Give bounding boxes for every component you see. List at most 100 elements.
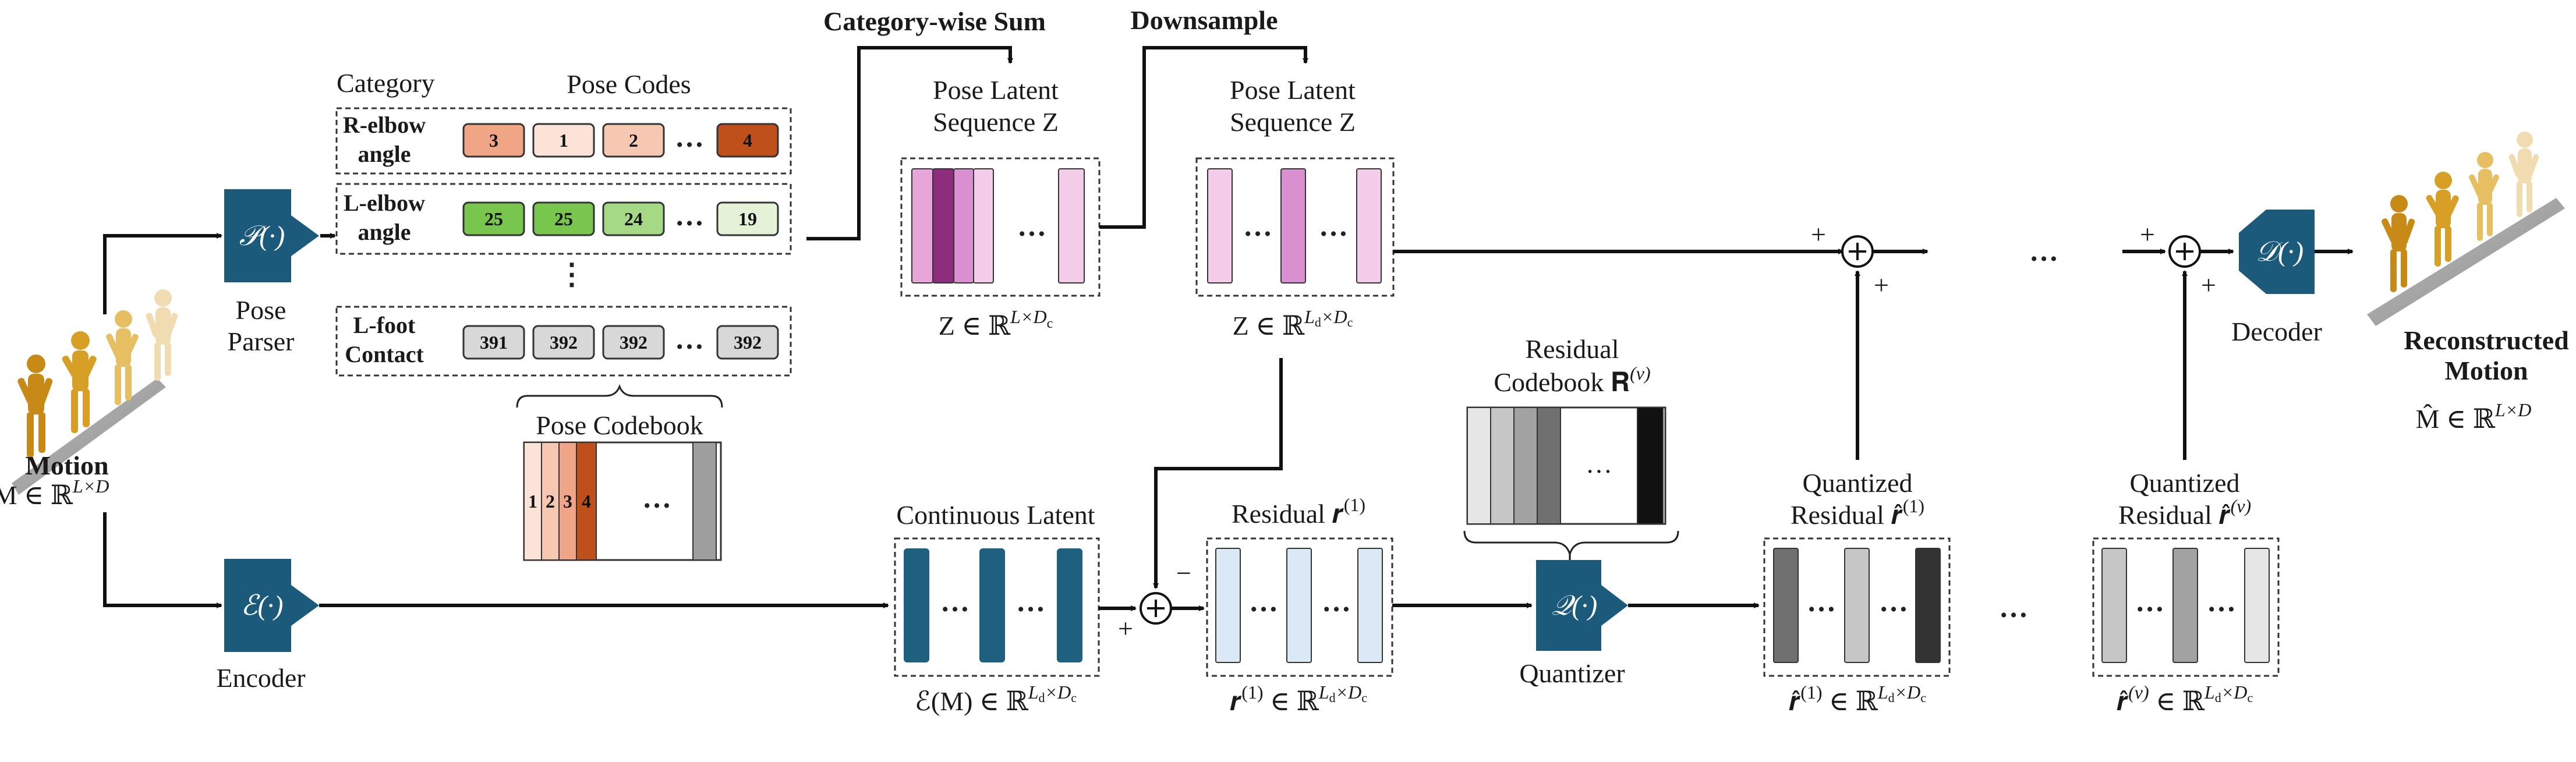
pose-parser-symbol: 𝒫(·) — [239, 221, 285, 251]
adder-2-plus-bottom: + — [2201, 270, 2216, 300]
motion-formula: M ∈ ℝL×D — [0, 476, 109, 510]
downsample-label: Downsample — [1130, 5, 1278, 35]
residual-1-title: Residual 𝒓(1) — [1232, 494, 1365, 529]
encoder-module[interactable]: ℰ(·) — [224, 559, 319, 652]
quantized-1-title-2: Residual 𝒓̂(1) — [1791, 495, 1924, 530]
latent-ellipsis: … — [1322, 585, 1351, 618]
row-2-name-2: angle — [358, 219, 411, 245]
figure-icon-4 — [146, 289, 178, 381]
row-2-name-1: L-elbow — [344, 190, 425, 216]
codebook-entry: 2 — [546, 491, 555, 512]
pose-parser-label-2: Parser — [228, 327, 295, 356]
rows-vertical-ellipsis: ⋮ — [557, 258, 586, 290]
pose-code-cell — [602, 325, 665, 360]
residual-codebook: … — [1466, 406, 1666, 525]
continuous-latent: … … — [894, 537, 1100, 677]
row-1-name-2: angle — [358, 141, 411, 167]
quantized-v-title-1: Quantized — [2129, 468, 2239, 498]
adder-node-2 — [2168, 235, 2201, 268]
decoder-module[interactable]: 𝒟(·) — [2239, 210, 2315, 294]
reconstructed-formula: M̂ ∈ ℝL×D — [2416, 399, 2532, 434]
reconstructed-title-1: Reconstructed — [2404, 325, 2569, 355]
latent-to-subtractor-arrow — [1153, 358, 1283, 589]
codebook-entry: 1 — [528, 491, 537, 512]
quantized-1-formula: 𝒓̂(1) ∈ ℝLd×Dc — [1789, 682, 1926, 716]
pose-codebook: 1 2 3 4 … — [523, 441, 722, 561]
residual-codebook-title-2: Codebook 𝐑(v) — [1494, 363, 1650, 397]
latent-ellipsis: … — [1807, 585, 1836, 618]
encoder-symbol: ℰ(·) — [240, 590, 283, 621]
figure-icon-6 — [2426, 172, 2459, 267]
quantizer-module[interactable]: 𝒬(·) — [1536, 560, 1628, 651]
pose-codes-row-2: L-elbow angle 25 25 24 … 19 — [335, 183, 792, 255]
row-ellipsis: … — [675, 322, 704, 355]
subtractor-plus-sign: + — [1118, 614, 1133, 643]
pose-code-cell — [532, 123, 595, 158]
pose-code-value: 25 — [554, 208, 573, 229]
quantizer-symbol: 𝒬(·) — [1552, 590, 1597, 621]
subtractor-node — [1140, 592, 1172, 625]
pose-code-cell — [462, 123, 525, 158]
motion-input-illustration — [12, 289, 178, 495]
residual-codebook-title-1: Residual — [1526, 334, 1619, 364]
pose-code-cell — [532, 201, 595, 236]
latent-ellipsis: … — [2135, 585, 2164, 618]
codebook-entry: 4 — [582, 491, 591, 512]
row-1-name-1: R-elbow — [343, 112, 426, 138]
category-sum-arrow — [806, 46, 1013, 240]
top-ellipsis: … — [2029, 235, 2058, 267]
latent-ellipsis: … — [1016, 585, 1045, 618]
pose-code-value: 2 — [629, 130, 638, 151]
quantizer-label: Quantizer — [1519, 658, 1625, 688]
residual-1-formula: 𝒓(1) ∈ ℝLd×Dc — [1230, 682, 1367, 716]
adder-2-plus-left: + — [2140, 219, 2155, 249]
pose-codebook-label: Pose Codebook — [536, 410, 703, 440]
category-wise-sum-label: Category-wise Sum — [823, 6, 1046, 36]
motion-title: Motion — [25, 451, 108, 480]
residual-codebook-ellipsis: … — [1586, 449, 1612, 479]
pose-code-cell — [602, 123, 665, 158]
pose-codes-row-1: R-elbow angle 3 1 2 … 4 — [335, 107, 792, 175]
figure-icon-8 — [2508, 132, 2539, 217]
pose-codes-row-3: L-foot Contact 391 392 392 … 392 — [335, 306, 792, 377]
pose-code-value: 1 — [559, 130, 568, 151]
pose-code-cell — [716, 201, 779, 236]
row-ellipsis: … — [675, 120, 704, 153]
decoder-symbol: 𝒟(·) — [2256, 236, 2303, 267]
pose-latent-sequence-1: … — [900, 157, 1101, 297]
pose-code-value: 392 — [550, 332, 578, 353]
latent-ellipsis: … — [1249, 585, 1278, 618]
pose-codes-header: Pose Codes — [567, 69, 691, 99]
adder-node-1 — [1841, 235, 1874, 268]
pose-parser-module[interactable]: 𝒫(·) — [224, 189, 319, 282]
latent-ellipsis: … — [1319, 210, 1348, 242]
pose-parser-label-1: Pose — [236, 295, 286, 325]
pose-code-value: 19 — [738, 208, 757, 229]
latent-ellipsis: … — [1243, 210, 1272, 242]
quantized-residual-v: … … — [2092, 537, 2280, 677]
pose-latent-1-title-1: Pose Latent — [933, 75, 1059, 105]
pose-code-cell — [462, 325, 525, 360]
figure-icon-7 — [2469, 152, 2499, 241]
reconstructed-motion-illustration — [2367, 132, 2565, 326]
pose-code-cell — [462, 201, 525, 236]
decoder-label: Decoder — [2231, 317, 2322, 346]
category-header: Category — [337, 68, 435, 98]
subtractor-minus-sign: − — [1176, 558, 1191, 588]
pose-code-cell — [532, 325, 595, 360]
codebook-entry: 3 — [563, 491, 572, 512]
codebook-ellipsis: … — [642, 481, 671, 514]
quantized-1-title-1: Quantized — [1802, 468, 1912, 498]
quantized-residual-1: … … — [1763, 537, 1951, 677]
figure-icon-1 — [17, 355, 53, 458]
row-3-name-2: Contact — [345, 341, 424, 367]
pose-latent-1-title-2: Sequence Z — [933, 107, 1059, 137]
quantized-v-title-2: Residual 𝒓̂(v) — [2118, 495, 2251, 530]
latent-ellipsis: … — [940, 585, 969, 618]
adder-1-plus-bottom: + — [1874, 270, 1889, 300]
pose-latent-1-formula: Z ∈ ℝL×Dc — [939, 306, 1053, 341]
pose-latent-2-title-1: Pose Latent — [1230, 75, 1356, 105]
figure-icon-5 — [2382, 195, 2415, 292]
pose-latent-2-title-2: Sequence Z — [1230, 107, 1356, 137]
